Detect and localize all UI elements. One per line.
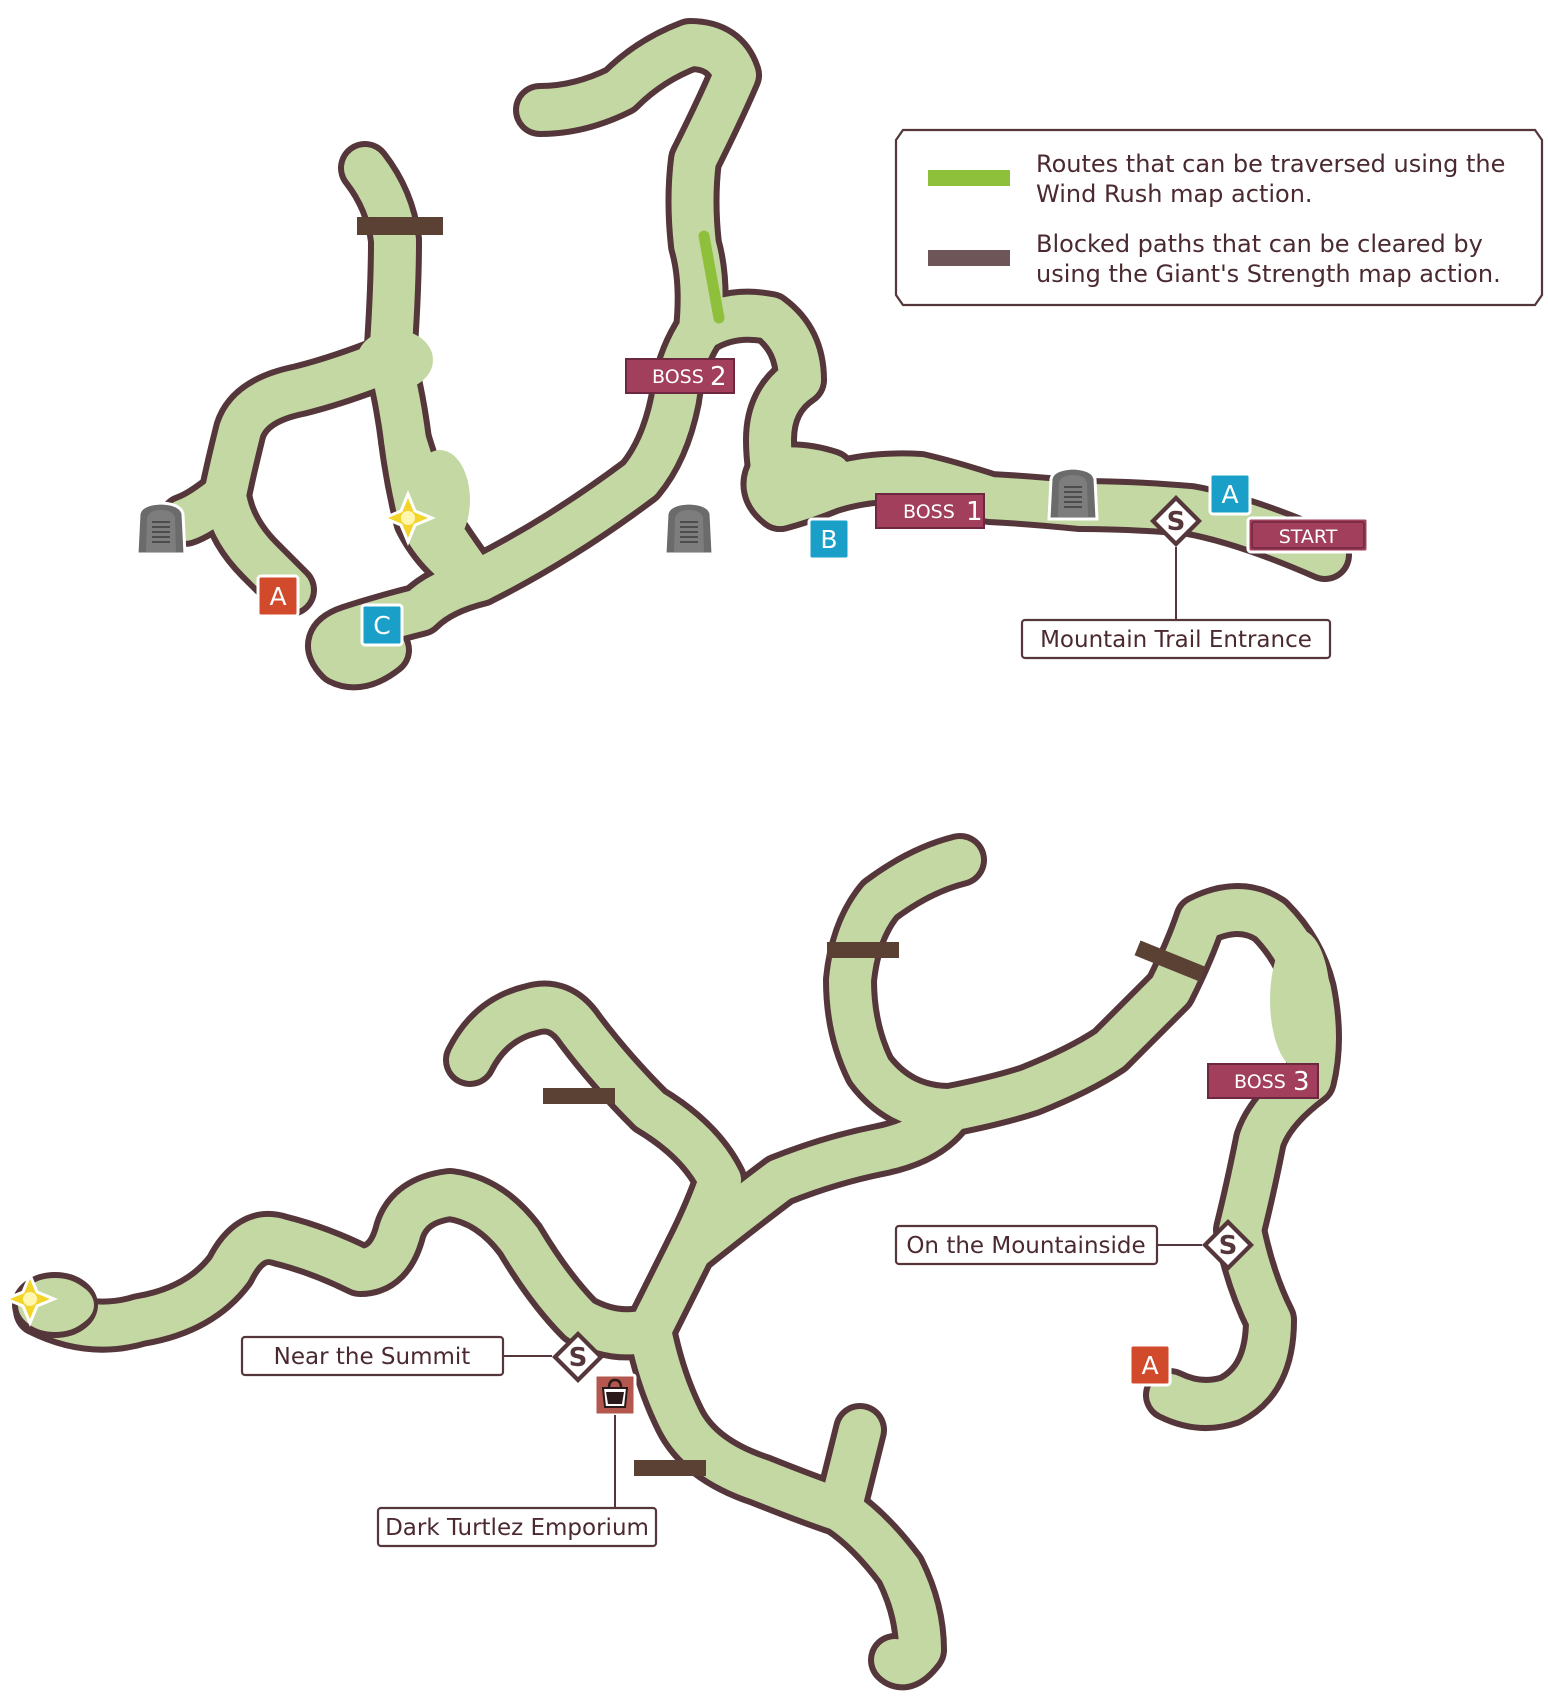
marker-b-blue: B (807, 517, 851, 561)
boss-1-badge: BOSS 1 (875, 493, 985, 529)
boss-3-badge: BOSS 3 (1207, 1063, 1319, 1099)
warp-summit-label: Near the Summit (274, 1344, 471, 1370)
shop-bag-icon (593, 1373, 637, 1417)
stone-tablet-icon (663, 501, 715, 556)
stone-tablet-icon (135, 501, 187, 556)
legend-giant-line2: using the Giant's Strength map action. (1036, 260, 1501, 288)
stone-tablet-icon (1047, 466, 1099, 521)
upper-trail-network (158, 18, 1352, 691)
shop-label: Dark Turtlez Emporium (385, 1515, 649, 1541)
wind-rush-route (698, 230, 725, 324)
marker-a-red-lower: A (1128, 1343, 1172, 1387)
svg-text:A: A (1221, 480, 1238, 509)
boss-3-number: 3 (1293, 1067, 1310, 1097)
warp-summit-callout: Near the Summit (240, 1335, 505, 1377)
boss-1-number: 1 (966, 497, 983, 527)
boss-2-number: 2 (710, 362, 727, 392)
svg-text:A: A (1141, 1351, 1158, 1380)
blocked-path (357, 217, 443, 235)
boss-2-badge: BOSS 2 (625, 358, 735, 394)
legend-wind-rush-line1: Routes that can be traversed using the (1036, 150, 1505, 178)
start-badge: START (1246, 516, 1370, 554)
warp-mountainside-callout: On the Mountainside (894, 1224, 1159, 1266)
shop-callout: Dark Turtlez Emporium (376, 1506, 658, 1548)
svg-text:B: B (820, 525, 837, 554)
boss-3-word: BOSS (1234, 1071, 1286, 1093)
blocked-path (634, 1460, 706, 1476)
blocked-path (827, 942, 899, 958)
warp-entrance-callout: Mountain Trail Entrance (1020, 618, 1332, 660)
start-label: START (1279, 526, 1338, 548)
marker-c-blue: C (360, 603, 404, 647)
warp-mountainside-label: On the Mountainside (906, 1233, 1145, 1259)
boss-2-word: BOSS (652, 366, 704, 388)
warp-entrance-label: Mountain Trail Entrance (1040, 627, 1312, 653)
lower-trail-network (12, 833, 1342, 1691)
blocked-path (543, 1088, 615, 1104)
marker-a-blue: A (1208, 472, 1252, 516)
marker-a-red-upper: A (256, 574, 300, 618)
boss-1-word: BOSS (903, 501, 955, 523)
legend: Routes that can be traversed using the W… (894, 128, 1544, 307)
svg-text:C: C (373, 611, 390, 640)
svg-text:A: A (269, 582, 286, 611)
blocked-path (1134, 940, 1206, 982)
legend-wind-rush-line2: Wind Rush map action. (1036, 180, 1313, 208)
legend-giant-line1: Blocked paths that can be cleared by (1036, 230, 1483, 258)
